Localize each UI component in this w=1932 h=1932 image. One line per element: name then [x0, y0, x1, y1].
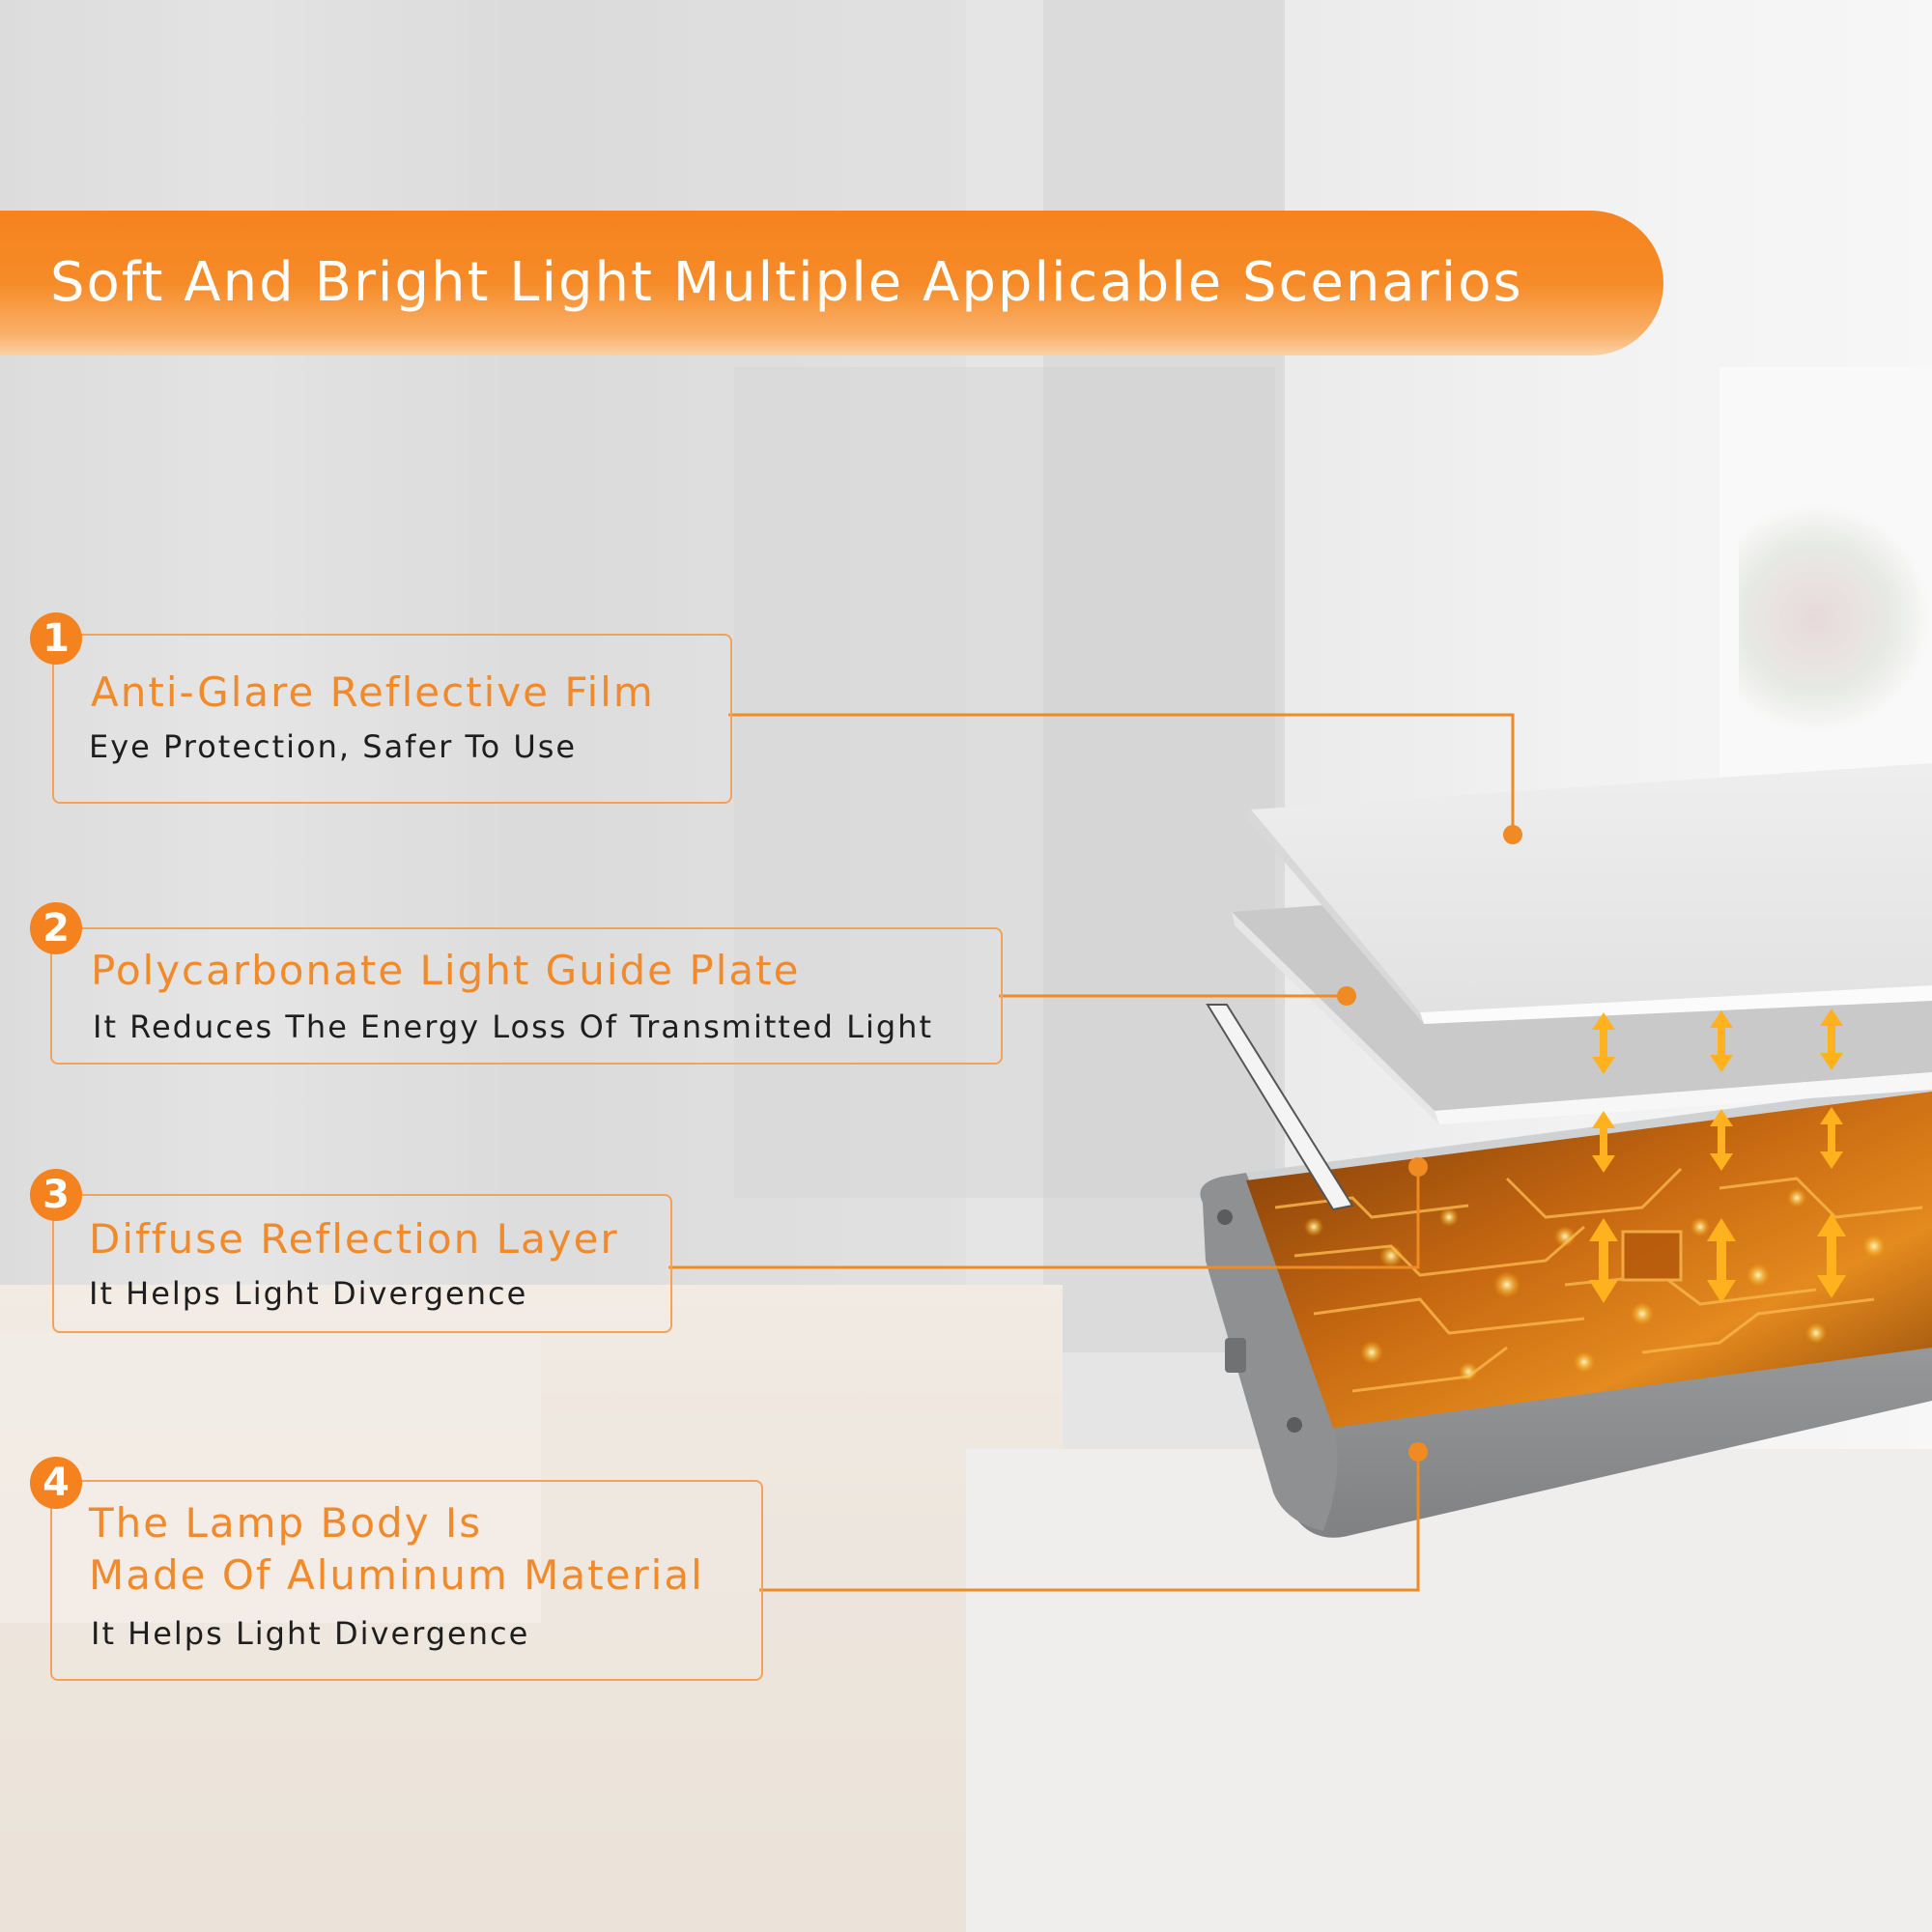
leader-dot-2 — [1337, 986, 1356, 1006]
leader-line-3 — [668, 1167, 1420, 1269]
bg-floor — [966, 1449, 1932, 1932]
leader-dot-3 — [1408, 1157, 1428, 1177]
diffuse-reflection-layer — [1206, 1004, 1354, 1211]
callout-title-line-1: The Lamp Body Is — [89, 1499, 483, 1547]
callout-anti-glare-film: Anti-Glare Reflective Film Eye Protectio… — [52, 634, 732, 804]
anti-glare-film — [1246, 763, 1932, 1024]
callout-subtitle: It Helps Light Divergence — [91, 1615, 530, 1652]
leader-dot-4 — [1408, 1442, 1428, 1462]
callout-aluminum-lamp-body: The Lamp Body Is Made Of Aluminum Materi… — [50, 1480, 763, 1681]
bg-cushion — [0, 1333, 541, 1623]
callout-title: Polycarbonate Light Guide Plate — [91, 947, 801, 994]
badge-number-4: 4 — [30, 1457, 82, 1509]
callout-title-line-2: Made Of Aluminum Material — [89, 1551, 704, 1599]
badge-number-2: 2 — [30, 902, 82, 954]
light-direction-arrows — [1589, 1009, 1846, 1303]
bg-shelf — [734, 367, 1275, 1198]
badge-number-3: 3 — [30, 1169, 82, 1221]
banner-title: Soft And Bright Light Multiple Applicabl… — [50, 251, 1523, 314]
callout-subtitle: Eye Protection, Safer To Use — [89, 728, 578, 765]
leader-dot-1 — [1503, 825, 1522, 844]
callout-light-guide-plate: Polycarbonate Light Guide Plate It Reduc… — [50, 927, 1003, 1065]
leader-line-4 — [759, 1452, 1420, 1592]
header-banner: Soft And Bright Light Multiple Applicabl… — [0, 211, 1663, 355]
callout-subtitle: It Helps Light Divergence — [89, 1275, 528, 1312]
badge-number-1: 1 — [30, 612, 82, 665]
leader-line-1 — [728, 713, 1515, 835]
bg-plant — [1739, 502, 1932, 734]
callout-title: Diffuse Reflection Layer — [89, 1215, 619, 1263]
callout-diffuse-reflection-layer: Diffuse Reflection Layer It Helps Light … — [52, 1194, 672, 1333]
callout-subtitle: It Reduces The Energy Loss Of Transmitte… — [93, 1009, 933, 1045]
callout-title: Anti-Glare Reflective Film — [91, 668, 655, 716]
